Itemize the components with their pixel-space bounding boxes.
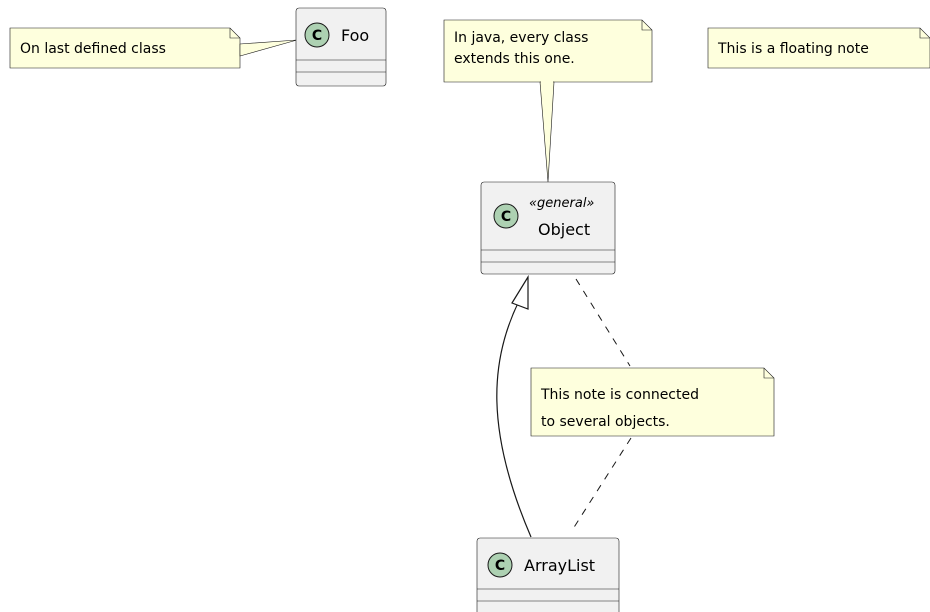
class-object-name: Object <box>538 220 590 239</box>
class-arraylist[interactable]: C ArrayList <box>476 537 620 612</box>
svg-text:C: C <box>495 558 505 574</box>
note-last-defined-class[interactable]: On last defined class <box>9 27 298 69</box>
class-object-stereotype: «general» <box>529 196 594 211</box>
note-connected-line-1: This note is connected <box>540 387 699 403</box>
note-java-line-2: extends this one. <box>454 51 575 67</box>
note-java-line-1: In java, every class <box>454 30 588 46</box>
class-object-badge: C <box>493 203 519 229</box>
svg-text:C: C <box>501 209 511 225</box>
note-last-defined-class-text: On last defined class <box>20 41 166 57</box>
note-java[interactable]: In java, every class extends this one. <box>443 19 653 183</box>
note-link-arraylist <box>570 437 632 533</box>
note-floating[interactable]: This is a floating note <box>707 27 930 69</box>
class-arraylist-name: ArrayList <box>524 556 595 575</box>
note-connected-line-2: to several objects. <box>541 414 670 430</box>
class-foo[interactable]: C Foo <box>295 7 387 87</box>
note-link-object <box>575 278 631 367</box>
inheritance-arrow <box>496 274 532 538</box>
svg-text:C: C <box>312 28 322 44</box>
class-object[interactable]: C «general» Object <box>480 181 616 275</box>
note-connected[interactable]: This note is connected to several object… <box>530 367 775 437</box>
class-foo-name: Foo <box>341 26 369 45</box>
class-arraylist-badge: C <box>487 552 513 578</box>
note-floating-text: This is a floating note <box>717 41 869 57</box>
generalization-arrowhead <box>511 274 529 310</box>
class-foo-badge: C <box>304 22 330 48</box>
